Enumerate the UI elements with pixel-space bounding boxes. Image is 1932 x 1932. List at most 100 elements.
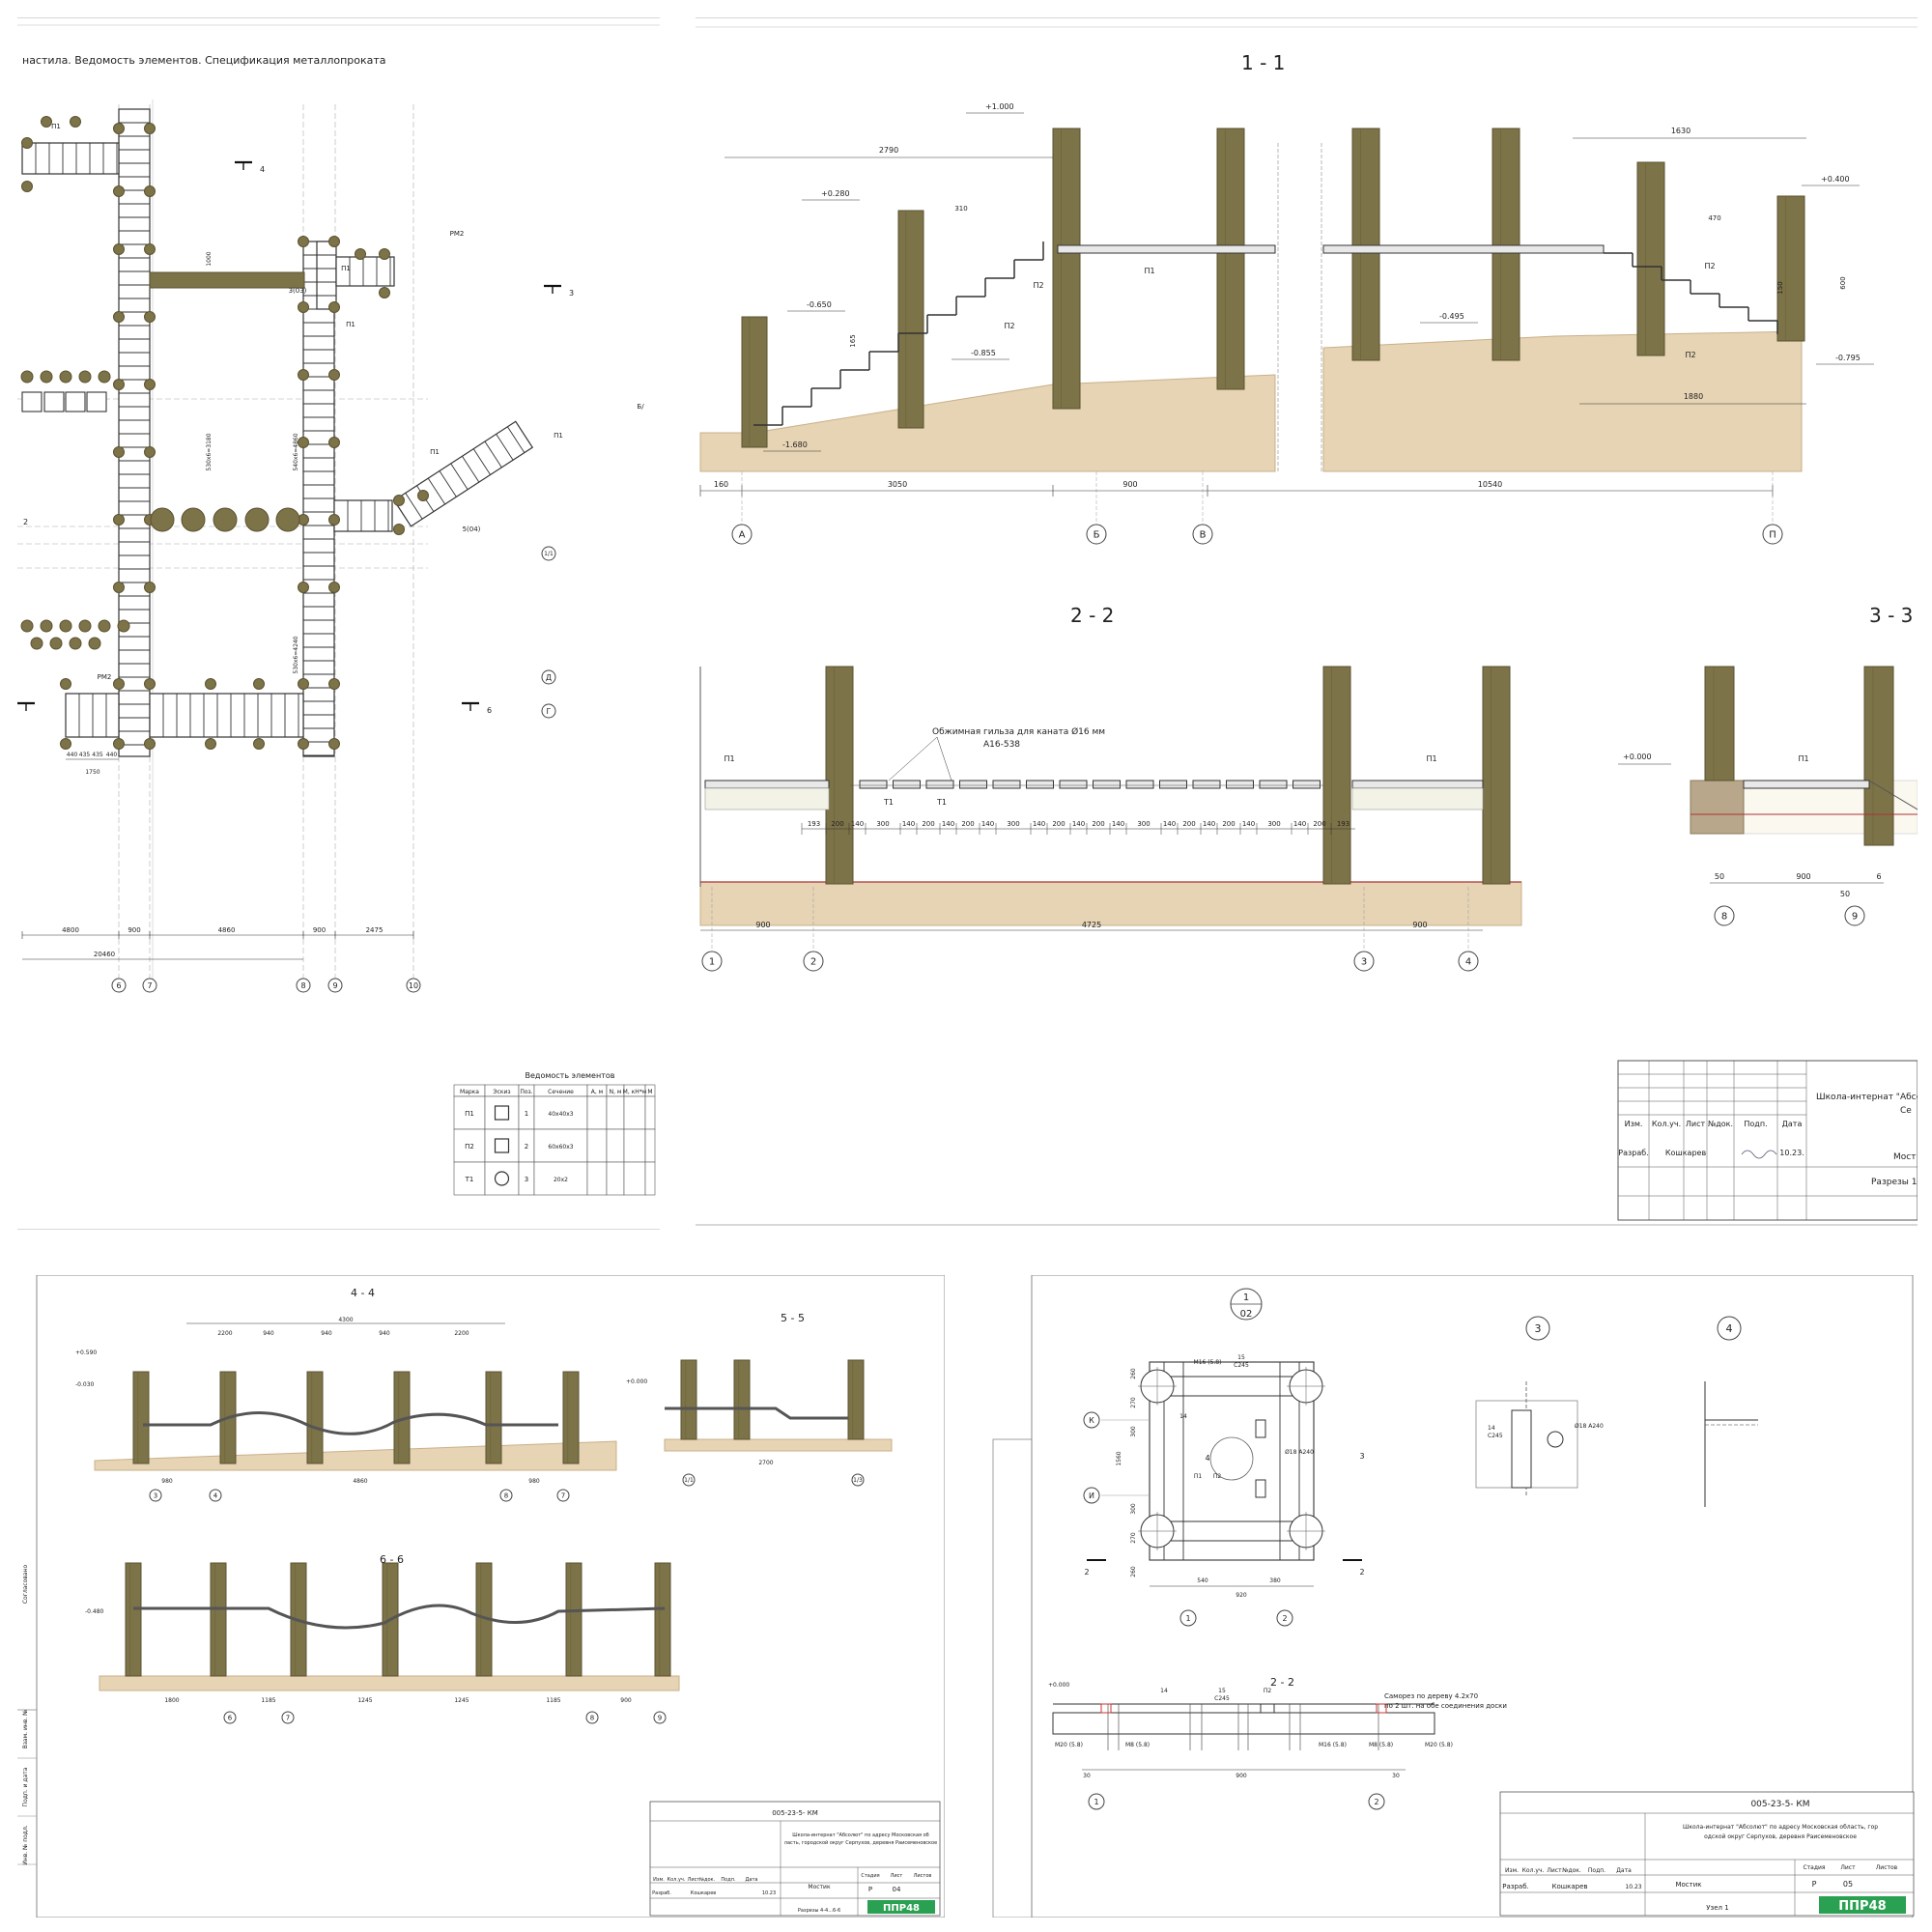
detail-node3-label-d18: Ø18 А240 <box>1575 1423 1604 1430</box>
section22-plank-4 <box>992 780 1021 789</box>
section22-dim-1: 200 <box>831 820 843 828</box>
s66-axis-2-label: 8 <box>590 1714 594 1721</box>
level-3: -0.855 <box>971 349 996 357</box>
lower-side-label-2: Подп. и дата <box>22 1767 29 1806</box>
plan-axis-bubble-6 <box>111 978 127 993</box>
detail-stamp-list: 05 <box>1843 1880 1853 1889</box>
mark-p1-a: П1 <box>51 123 61 130</box>
plan-post-32 <box>298 678 309 690</box>
walkway-rm2 <box>335 256 395 287</box>
detail-label-c245: С245 <box>1234 1362 1249 1369</box>
table-cell-r2c1 <box>484 1128 520 1163</box>
detail-s22-end-b <box>1376 1703 1387 1714</box>
plan-post-40 <box>205 738 216 750</box>
table-header-2: Поз. <box>520 1089 532 1095</box>
detail-stamp-head-2: Лист <box>1547 1867 1562 1874</box>
stamp-top-head-1: Кол.уч. <box>1652 1120 1681 1128</box>
section11-deck-b <box>1322 244 1605 254</box>
plan-post-large-0 <box>150 507 175 532</box>
section22-mark-t1-b: Т1 <box>936 798 947 807</box>
lower-stamp-head-2: Лист <box>688 1877 700 1883</box>
plan-post-4 <box>113 243 125 255</box>
plan-post-38 <box>205 678 216 690</box>
walkway-left <box>118 108 151 757</box>
lower-stamp-list: 04 <box>893 1886 901 1893</box>
table-header-4: А, м <box>591 1089 603 1095</box>
plan-post-47 <box>70 116 81 128</box>
lower-stamp-part: Мостик <box>808 1884 831 1890</box>
grid-row-2: 2 <box>23 518 28 526</box>
section11-dim-150: 150 <box>1776 281 1784 294</box>
s44-dim-4: 940 <box>379 1330 390 1337</box>
s44-dim-1: 2200 <box>217 1330 232 1337</box>
detail-stamp-stage-head: Стадия <box>1803 1864 1825 1871</box>
section11-axis-Б-label: Б <box>1094 530 1100 541</box>
section22-dim-5: 200 <box>922 820 934 828</box>
plan-post-large-2 <box>213 507 238 532</box>
level-6: +0.400 <box>1821 175 1850 184</box>
s44-deck <box>143 1411 558 1435</box>
detail-node-plate-b <box>1255 1479 1266 1498</box>
section22-dim-18: 140 <box>1203 820 1215 828</box>
lower-stamp-frame <box>649 1801 941 1917</box>
section22-dim-8: 140 <box>981 820 994 828</box>
plan-post-small-c-0 <box>30 637 43 650</box>
detail-label-14: 14 <box>1179 1413 1187 1420</box>
table-cell-r2c6 <box>623 1128 646 1163</box>
s66-deck <box>133 1604 666 1630</box>
section22-leader-b <box>936 736 952 781</box>
stamp-top-name: Кошкарев <box>1665 1149 1707 1157</box>
section22-axis-1-label: 1 <box>709 957 715 968</box>
stamp-top-head-4: Подп. <box>1744 1120 1767 1128</box>
table-row-section-1: 60x60x3 <box>548 1144 573 1151</box>
walkway-bottom-mid <box>149 693 304 738</box>
s44-post-4 <box>485 1371 502 1464</box>
mark-p1-b: П1 <box>341 265 351 272</box>
plan-vdim-d: 530x6=4240 <box>293 636 299 673</box>
section22-dim-10: 140 <box>1033 820 1045 828</box>
sections-drawing: +1.000+0.280-0.650-0.855-1.680-0.495+0.4… <box>696 17 1918 1226</box>
plan-header-text: настила. Ведомость элементов. Спецификац… <box>22 54 386 67</box>
s66-post-1 <box>210 1562 227 1677</box>
plan-post-16 <box>113 678 125 690</box>
table-cell-r2c4 <box>586 1128 608 1163</box>
plan-post-34 <box>298 738 309 750</box>
detail-node-outline <box>1149 1361 1315 1561</box>
section22-plank-6 <box>1059 780 1088 789</box>
lower-frame <box>36 1275 945 1918</box>
detail-dim-bot-2: 920 <box>1236 1592 1247 1599</box>
walkway-branch <box>333 499 393 532</box>
plan-post-5 <box>144 243 156 255</box>
plan-post-11 <box>144 446 156 458</box>
walkway-diagonal-rung <box>450 463 469 490</box>
detail-s22-axis-2-label: 2 <box>1374 1798 1378 1806</box>
detail-stamp-desc-b: одской округ Серпухов, деревня Раисемено… <box>1704 1833 1857 1840</box>
detail-s22-axis-1 <box>1088 1793 1105 1810</box>
table-cell-r3c4 <box>586 1161 608 1196</box>
detail-stamp-head-1: Кол.уч. <box>1522 1867 1545 1874</box>
lower-side-label-0: Согласовано <box>22 1565 29 1605</box>
detail-stamp-role: Разраб. <box>1502 1883 1529 1890</box>
s66-dim-5: 900 <box>620 1697 632 1704</box>
section22-dim-0: 193 <box>808 820 820 828</box>
detail-s22-label-15: 15 <box>1218 1688 1226 1694</box>
s44-level-a: +0.590 <box>75 1350 97 1356</box>
section22-leader-a <box>888 736 938 781</box>
lower-stamp-stage-head: Стадия <box>861 1873 879 1879</box>
detail-side-strip <box>992 1438 1033 1918</box>
table-header-5: N, м <box>610 1089 622 1095</box>
s66-dim-2: 1245 <box>357 1697 372 1704</box>
plan-left-dim-total: 1750 <box>85 769 99 776</box>
section11-soil-right <box>1322 330 1803 472</box>
plan-post-0 <box>113 123 125 134</box>
lower-stamp-lists-head: Листов <box>914 1873 932 1879</box>
walkway-diagonal-rung <box>405 493 423 520</box>
plan-post-20 <box>298 236 309 247</box>
walkway-diagonal-rung <box>427 477 446 505</box>
detail-dim-left-4: 300 <box>1130 1503 1137 1515</box>
elements-table-title: Ведомость элементов <box>526 1071 615 1080</box>
grid-row-g-label: Г <box>547 707 552 716</box>
s44-axis-2 <box>499 1489 513 1502</box>
plan-post-14 <box>113 582 125 593</box>
s66-dim-0: 1800 <box>164 1697 179 1704</box>
